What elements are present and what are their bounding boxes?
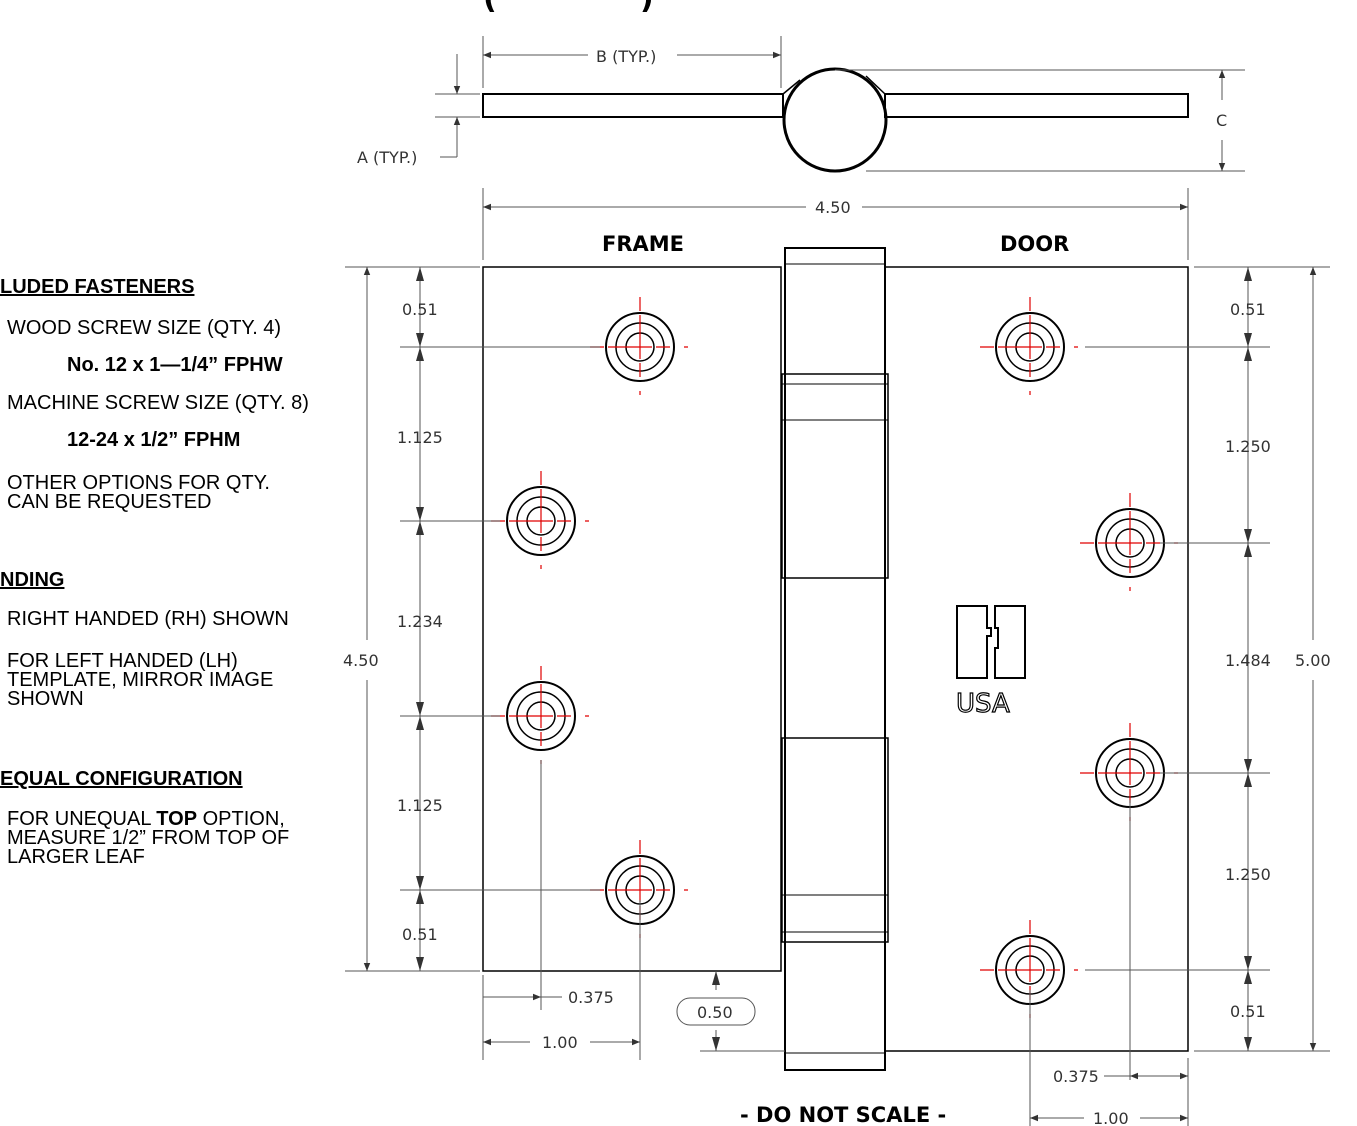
dim-overall-width bbox=[482, 188, 1189, 260]
wood-screw-note: WOOD SCREW SIZE (QTY. 4) bbox=[7, 317, 282, 339]
dim-door-bottom-label: 0.51 bbox=[1230, 1002, 1266, 1021]
dim-door-edge bbox=[1029, 800, 1189, 1126]
dim-frame-chain bbox=[400, 267, 600, 971]
title-fragment-end: ) bbox=[640, 0, 654, 16]
screw-hole bbox=[491, 666, 591, 766]
knuckle-segment-2 bbox=[781, 737, 889, 943]
fasteners-header: LUDED FASTENERS bbox=[0, 276, 195, 298]
other-options-note: OTHER OPTIONS FOR QTY. CAN BE REQUESTED bbox=[7, 472, 270, 513]
notes-panel: LUDED FASTENERS WOOD SCREW SIZE (QTY. 4)… bbox=[0, 0, 345, 1126]
dim-frame-100-label: 1.00 bbox=[542, 1033, 578, 1052]
dim-frame-top-label: 0.51 bbox=[402, 300, 438, 319]
wood-screw-spec: No. 12 x 1—1/4” FPHW bbox=[67, 354, 283, 376]
dim-frame-height bbox=[345, 266, 480, 972]
screw-holes bbox=[491, 297, 1180, 1020]
machine-screw-note: MACHINE SCREW SIZE (QTY. 8) bbox=[7, 392, 309, 414]
dim-leaf-offset-label: 0.50 bbox=[697, 1003, 733, 1022]
logo-text: USA bbox=[956, 689, 1010, 719]
dim-b-label: B (TYP.) bbox=[596, 47, 656, 66]
dim-frame-edge bbox=[482, 760, 641, 1060]
frame-label: FRAME bbox=[602, 232, 684, 256]
door-label: DOOR bbox=[1000, 232, 1069, 256]
dim-frame-height-label: 4.50 bbox=[343, 651, 379, 670]
knuckle-circle bbox=[782, 67, 888, 173]
title-fragment: ( bbox=[483, 0, 497, 16]
dim-frame-375-label: 0.375 bbox=[568, 988, 614, 1007]
door-leaf-edge bbox=[884, 93, 1189, 118]
machine-screw-spec: 12-24 x 1/2” FPHM bbox=[67, 429, 241, 451]
dim-door-sp3-label: 1.250 bbox=[1225, 865, 1271, 884]
dim-overall-height-label: 5.00 bbox=[1295, 651, 1331, 670]
usa-logo: USA bbox=[955, 605, 1026, 720]
dim-door-sp2-label: 1.484 bbox=[1225, 651, 1271, 670]
dim-door-sp1-label: 1.250 bbox=[1225, 437, 1271, 456]
dim-frame-bottom-label: 0.51 bbox=[402, 925, 438, 944]
dim-overall-width-label: 4.50 bbox=[815, 198, 851, 217]
unequal-top-note: FOR UNEQUAL TOP OPTION, MEASURE 1/2” FRO… bbox=[7, 808, 290, 868]
front-view bbox=[482, 247, 1189, 1071]
dim-door-100-label: 1.00 bbox=[1093, 1109, 1129, 1126]
door-leaf bbox=[884, 266, 1189, 1052]
dim-frame-sp1-label: 1.125 bbox=[397, 428, 443, 447]
right-handed-note: RIGHT HANDED (RH) SHOWN bbox=[7, 608, 289, 630]
screw-hole bbox=[980, 920, 1080, 1020]
do-not-scale-note: - DO NOT SCALE - bbox=[740, 1103, 946, 1126]
screw-hole bbox=[491, 471, 591, 571]
dim-door-375-label: 0.375 bbox=[1053, 1067, 1099, 1086]
frame-leaf-edge bbox=[482, 93, 784, 118]
screw-hole bbox=[980, 297, 1080, 397]
dim-c-label: C bbox=[1216, 111, 1227, 130]
frame-leaf bbox=[482, 266, 782, 972]
dim-leaf-offset bbox=[676, 971, 785, 1052]
dim-frame-sp3-label: 1.125 bbox=[397, 796, 443, 815]
dim-frame-sp2-label: 1.234 bbox=[397, 612, 443, 631]
dim-a bbox=[435, 54, 480, 158]
top-view bbox=[482, 67, 1189, 173]
dim-b bbox=[482, 36, 782, 88]
unequal-header: EQUAL CONFIGURATION bbox=[0, 768, 243, 790]
knuckle-barrel bbox=[784, 247, 886, 1071]
dim-door-chain bbox=[1085, 266, 1330, 1052]
dim-c bbox=[835, 69, 1245, 172]
screw-hole bbox=[590, 297, 690, 397]
handing-header: NDING bbox=[0, 569, 65, 591]
left-handed-note: FOR LEFT HANDED (LH) TEMPLATE, MIRROR IM… bbox=[7, 650, 274, 710]
dim-a-label: A (TYP.) bbox=[357, 148, 417, 167]
knuckle-segment-1 bbox=[781, 373, 889, 579]
dim-door-top-label: 0.51 bbox=[1230, 300, 1266, 319]
